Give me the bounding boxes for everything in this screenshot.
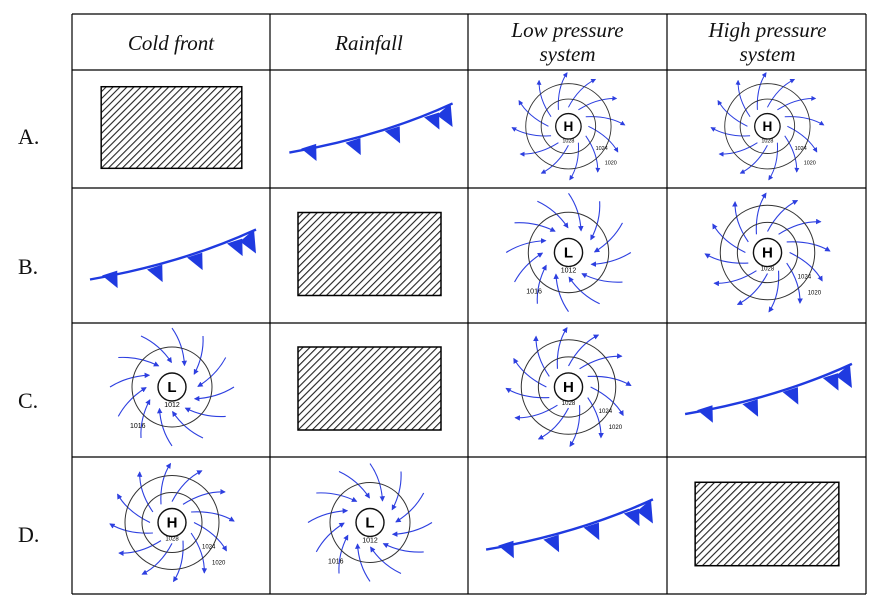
svg-text:1024: 1024 [795,146,807,152]
row-label-d: D. [18,522,40,547]
high-pressure-symbol: H 1028 1024 1020 [710,72,825,181]
row-label-a: A. [18,124,40,149]
svg-text:1016: 1016 [130,423,146,430]
cold-front-symbol [89,228,257,289]
hatched-rectangle [297,346,442,431]
cell-b-3: L 1012 1016 [468,188,667,323]
cell-b-2 [270,188,468,323]
high-pressure-symbol: H 1028 1024 1020 [109,462,235,583]
cell-c-2 [270,323,468,457]
row-label-c: C. [18,388,39,413]
svg-text:1012: 1012 [362,538,378,545]
svg-text:L: L [564,245,573,262]
low-pressure-symbol: L 1012 1016 [109,327,235,447]
cold-front-symbol [684,362,853,423]
cell-d-4 [667,457,866,594]
cell-a-2 [270,70,468,188]
cell-a-1 [72,70,270,188]
svg-text:H: H [762,245,773,262]
svg-text:1016: 1016 [328,559,344,566]
cell-c-4 [667,323,866,457]
svg-text:1020: 1020 [808,291,822,297]
svg-text:1020: 1020 [804,160,816,166]
header-high-pressure: High pressure system [708,18,827,66]
cell-b-4: H 1028 1024 1020 [667,188,866,323]
row-label-b: B. [18,254,39,279]
svg-text:1024: 1024 [202,545,216,551]
low-pressure-symbol: L 1012 1016 [307,463,433,582]
cell-b-1 [72,188,270,323]
svg-text:1028: 1028 [562,139,574,145]
cell-a-3: H 1028 1024 1020 [468,70,667,188]
svg-text:1020: 1020 [609,425,623,431]
header-cold-front: Cold front [127,31,215,55]
svg-text:1024: 1024 [596,146,608,152]
svg-text:H: H [762,119,772,134]
cell-d-1: H 1028 1024 1020 [72,457,270,594]
svg-text:H: H [563,119,573,134]
low-pressure-symbol: L 1012 1016 [505,192,632,312]
svg-text:H: H [563,379,574,396]
svg-text:L: L [167,379,176,396]
header-low-pressure: Low pressure system [511,18,624,66]
hatched-rectangle [694,481,840,567]
header-rainfall: Rainfall [335,31,403,55]
svg-text:1012: 1012 [164,402,180,409]
hatched-rectangle [297,211,442,297]
svg-text:1028: 1028 [761,267,775,273]
high-pressure-symbol: H 1028 1024 1020 [704,192,831,313]
cell-d-2: L 1012 1016 [270,457,468,594]
svg-text:1012: 1012 [561,268,577,275]
svg-text:1028: 1028 [761,139,773,145]
cold-front-symbol [289,102,454,162]
high-pressure-symbol: H 1028 1024 1020 [505,327,632,447]
svg-text:1024: 1024 [798,275,812,281]
svg-text:L: L [365,515,374,532]
cell-d-3 [468,457,667,594]
svg-text:1020: 1020 [212,561,226,567]
svg-text:1024: 1024 [599,409,613,415]
cell-a-4: H 1028 1024 1020 [667,70,866,188]
svg-text:1020: 1020 [605,160,617,166]
cell-c-1: L 1012 1016 [72,323,270,457]
cell-c-3: H 1028 1024 1020 [468,323,667,457]
hatched-rectangle [100,85,243,170]
svg-text:1028: 1028 [562,401,576,407]
svg-text:H: H [167,515,178,532]
high-pressure-symbol: H 1028 1024 1020 [511,72,626,181]
cold-front-symbol [485,498,654,559]
svg-text:1028: 1028 [165,537,179,543]
svg-text:1016: 1016 [526,289,542,296]
